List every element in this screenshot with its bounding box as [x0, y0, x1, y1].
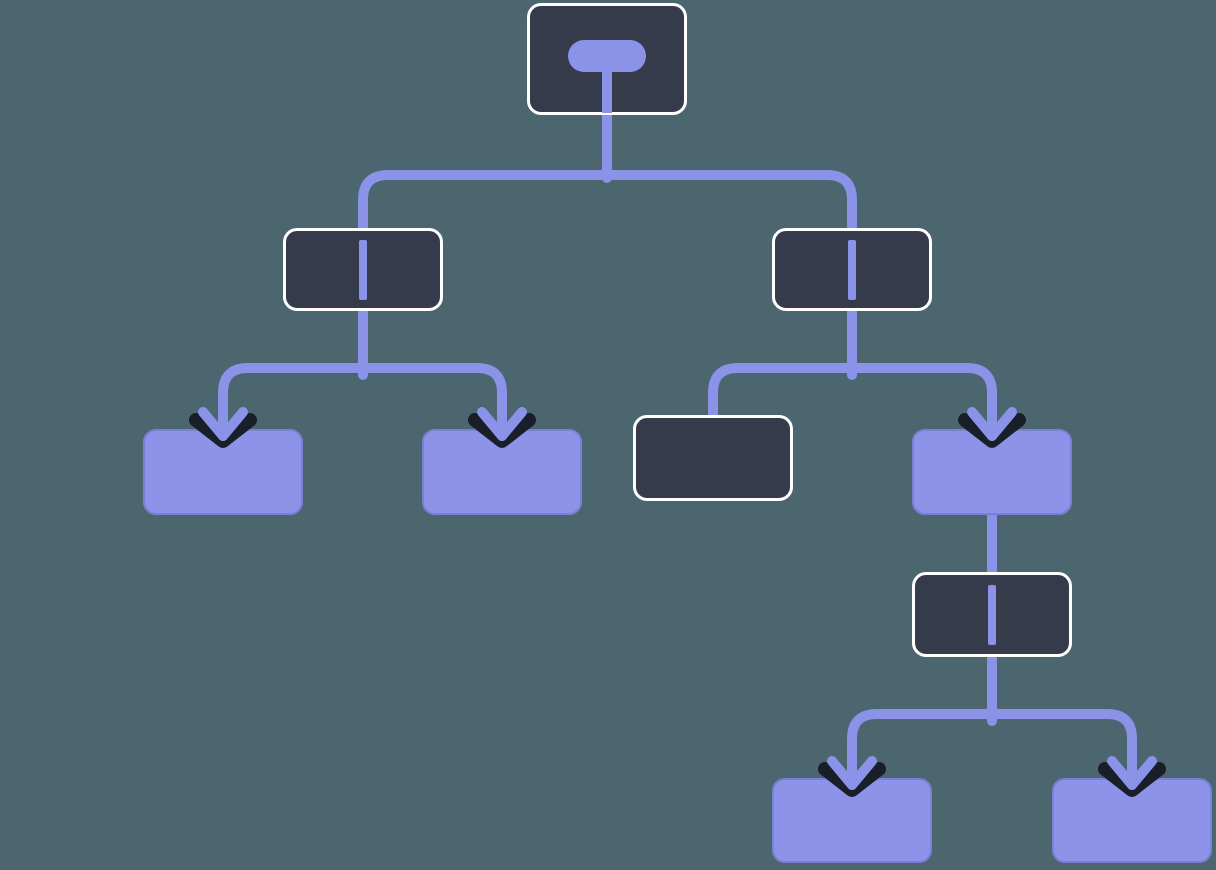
vertical-bar-icon [848, 239, 856, 300]
node-empty[interactable] [633, 415, 793, 501]
node-gateway-left[interactable] [283, 228, 443, 311]
pill-stem [602, 64, 612, 113]
node-task-3[interactable] [912, 429, 1072, 515]
edge-gateway-bottom-to-tasks [847, 709, 1137, 788]
node-gateway-right[interactable] [772, 228, 932, 311]
node-task-4[interactable] [772, 778, 932, 863]
edge-gateway-right-to-children [708, 363, 997, 439]
node-task-1[interactable] [143, 429, 303, 515]
node-task-5[interactable] [1052, 778, 1212, 863]
node-root[interactable] [527, 3, 687, 115]
vertical-bar-icon [988, 584, 996, 645]
vertical-bar-icon [359, 239, 367, 300]
node-gateway-bottom[interactable] [912, 572, 1072, 657]
edge-gateway-left-to-tasks [218, 363, 507, 439]
node-task-2[interactable] [422, 429, 582, 515]
edge-root-to-gateways [358, 170, 857, 251]
